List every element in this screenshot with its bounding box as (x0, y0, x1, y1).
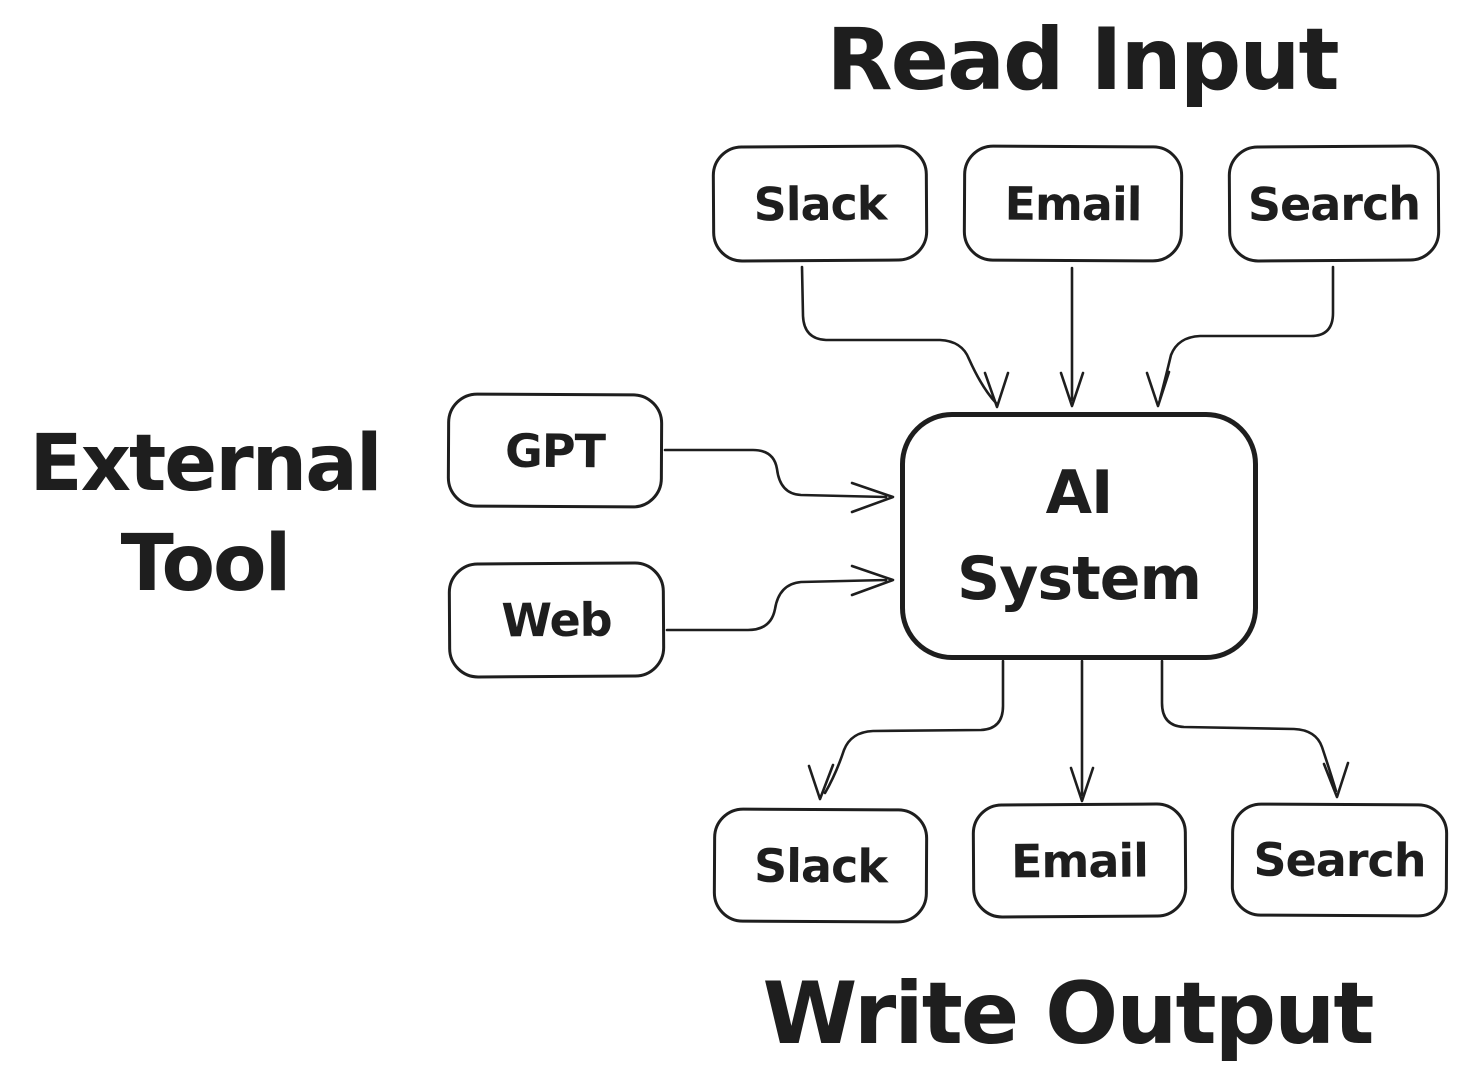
arrow-ai-to-output-search (1160, 659, 1350, 799)
node-input-slack-label: Slack (753, 176, 887, 231)
arrow-input-slack-to-ai (800, 265, 1010, 409)
node-ai-system-label-line1: AI (1045, 458, 1114, 528)
node-output-search-label: Search (1253, 832, 1426, 888)
node-output-email-label: Email (1010, 833, 1149, 888)
arrow-ai-to-output-slack (807, 659, 1005, 801)
node-ai-system-label-line2: System (957, 544, 1202, 614)
title-external-tool: External Tool (0, 414, 410, 614)
node-tool-gpt-label: GPT (504, 423, 606, 478)
title-external-tool-line1: External (29, 419, 382, 509)
node-input-email-label: Email (1004, 176, 1142, 231)
node-ai-system: AI System (900, 412, 1258, 660)
node-output-search: Search (1230, 802, 1449, 918)
title-read-input: Read Input (826, 10, 1339, 110)
arrow-gpt-to-ai (663, 448, 895, 514)
arrow-web-to-ai (665, 564, 895, 632)
node-tool-web-label: Web (501, 592, 612, 648)
arrow-input-search-to-ai (1145, 265, 1335, 408)
node-output-slack-label: Slack (753, 838, 888, 893)
node-output-email: Email (971, 802, 1188, 919)
node-input-email: Email (962, 144, 1184, 263)
title-external-tool-line2: Tool (120, 519, 292, 609)
arrow-ai-to-output-email (1069, 659, 1095, 803)
node-input-search-label: Search (1247, 175, 1421, 232)
node-tool-web: Web (447, 561, 666, 679)
title-write-output: Write Output (762, 964, 1375, 1064)
arrow-input-email-to-ai (1059, 266, 1085, 408)
node-tool-gpt: GPT (446, 392, 664, 509)
node-input-search: Search (1227, 144, 1441, 263)
node-input-slack: Slack (711, 144, 929, 263)
node-output-slack: Slack (712, 807, 929, 924)
